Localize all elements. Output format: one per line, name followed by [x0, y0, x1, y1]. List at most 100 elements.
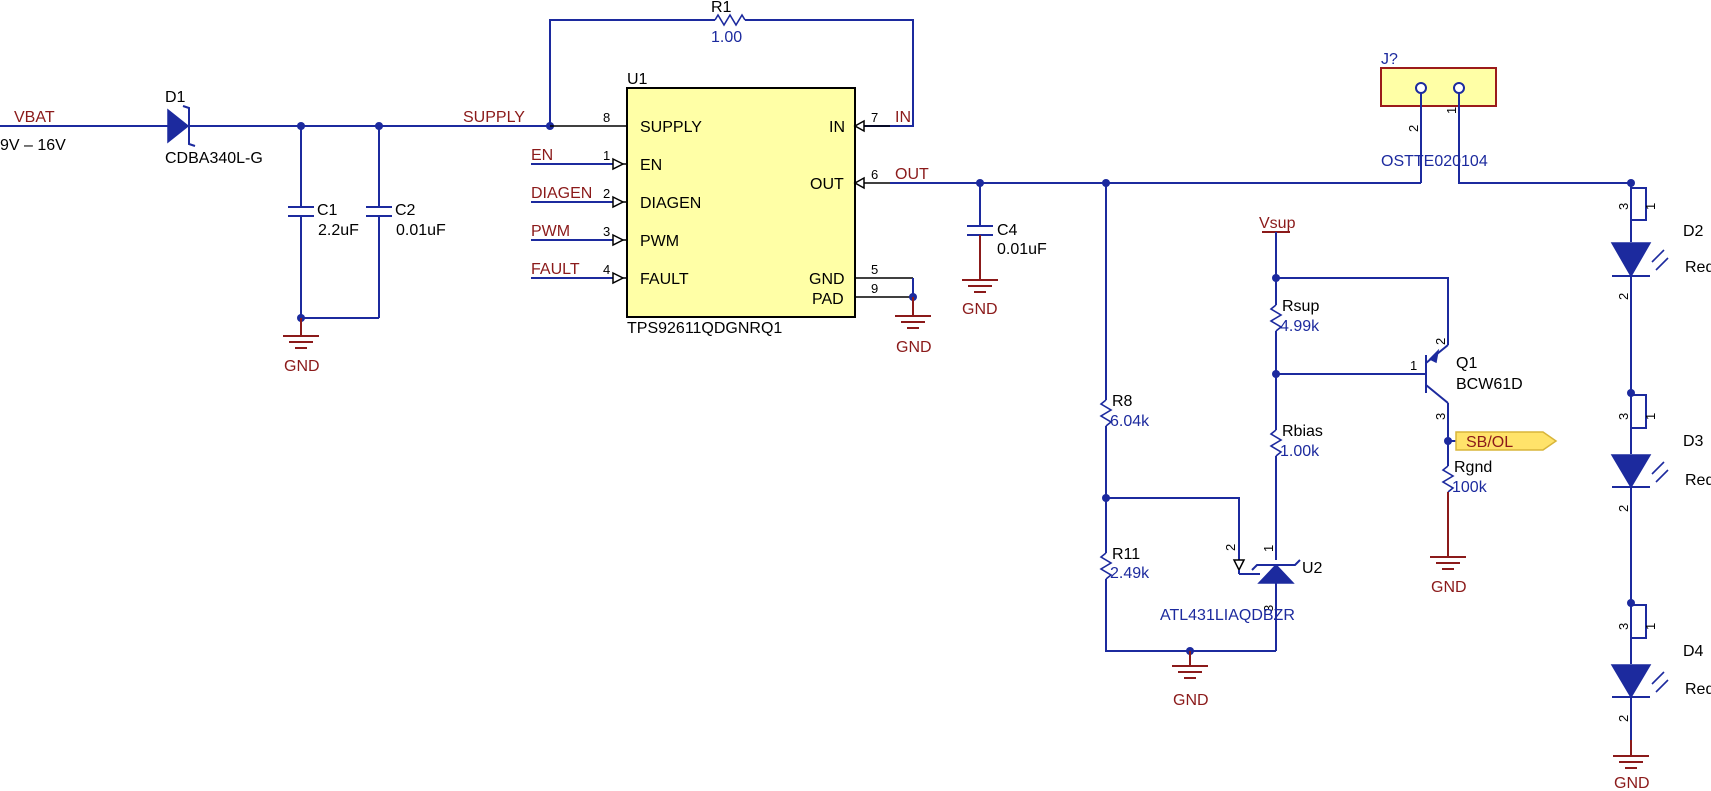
- gnd-label-led: GND: [1614, 775, 1650, 791]
- d4-pin-3: 3: [1616, 623, 1631, 630]
- u1-pin-supply-name: SUPPLY: [640, 119, 702, 136]
- u1-pin-diagen-num: 2: [603, 186, 610, 201]
- diode-d1[interactable]: D1 CDBA340L-G: [165, 89, 263, 167]
- rbias-value: 1.00k: [1280, 443, 1320, 460]
- resistor-rgnd[interactable]: Rgnd 100k GND: [1430, 459, 1492, 596]
- wire-vsup-emitter: [1276, 277, 1449, 333]
- d3-pin-3: 3: [1616, 413, 1631, 420]
- u2-value: ATL431LIAQDBZR: [1160, 607, 1295, 624]
- u1-pin-supply-num: 8: [603, 110, 610, 125]
- r1-ref: R1: [711, 0, 732, 16]
- c2-value: 0.01uF: [396, 222, 446, 239]
- r8-ref: R8: [1112, 393, 1133, 410]
- u2-pin-1: 1: [1261, 545, 1276, 552]
- led-d4[interactable]: 3 1 2 D4 Red: [1610, 603, 1711, 740]
- u1-part: TPS92611QDGNRQ1: [627, 320, 782, 337]
- gnd-label-u1: GND: [896, 339, 932, 356]
- d2-ref: D2: [1683, 223, 1704, 240]
- u2-ref: U2: [1302, 560, 1323, 577]
- r11-ref: R11: [1112, 546, 1140, 563]
- u1-pin-in-name: IN: [829, 119, 845, 136]
- capacitor-c4[interactable]: C4 0.01uF GND: [962, 183, 1047, 318]
- j-pin-2: 2: [1406, 125, 1421, 132]
- q1-ref: Q1: [1456, 355, 1477, 372]
- u1-pin-en-num: 1: [603, 148, 610, 163]
- u1-pin-pwm-num: 3: [603, 224, 610, 239]
- d3-pin-1: 1: [1643, 413, 1658, 420]
- u2-pin-3: 3: [1261, 605, 1276, 612]
- u1-pin-out-num: 6: [871, 167, 878, 182]
- resistor-rbias[interactable]: Rbias 1.00k: [1269, 423, 1323, 560]
- r8-value: 6.04k: [1110, 413, 1150, 430]
- u2-pin-2: 2: [1223, 544, 1238, 551]
- gnd-label-caps: GND: [284, 358, 320, 375]
- net-label-vbat: VBAT: [14, 109, 55, 126]
- c2-ref: C2: [395, 202, 416, 219]
- port-sbol[interactable]: SB/OL: [1448, 431, 1558, 451]
- u1-pin-gnd-name: GND: [809, 271, 845, 288]
- j-value: OSTTE020104: [1381, 153, 1488, 170]
- gnd-symbol-u1: GND: [895, 278, 932, 356]
- u1-pin-out-name: OUT: [810, 176, 844, 193]
- gnd-label-c4: GND: [962, 301, 998, 318]
- shunt-regulator-u2[interactable]: 1 3 U2 ATL431LIAQDBZR: [1160, 545, 1323, 651]
- ic-u1[interactable]: U1 TPS92611QDGNRQ1 8 SUPPLY EN 1 EN DIAG…: [531, 71, 913, 337]
- j-body: [1380, 67, 1497, 107]
- gnd-label-divider: GND: [1173, 692, 1209, 709]
- j-ref: J?: [1381, 51, 1398, 68]
- u1-ref: U1: [627, 71, 648, 88]
- rgnd-ref: Rgnd: [1454, 459, 1492, 476]
- led-d2[interactable]: 3 1 2 D2 Red: [1610, 183, 1711, 393]
- capacitor-c1[interactable]: C1 2.2uF: [288, 126, 359, 318]
- q1-pin-1: 1: [1410, 358, 1417, 373]
- r11-value: 2.49k: [1110, 565, 1150, 582]
- d4-pin-1: 1: [1643, 623, 1658, 630]
- u1-pin-fault-num: 4: [603, 262, 610, 277]
- c4-value: 0.01uF: [997, 241, 1047, 258]
- u1-pin-fault-name: FAULT: [640, 271, 689, 288]
- led-d3[interactable]: 3 1 2 D3 Red: [1610, 393, 1711, 603]
- gnd-symbol-caps: GND: [283, 318, 320, 375]
- r1-value: 1.00: [711, 29, 742, 46]
- d3-value: Red: [1685, 472, 1711, 489]
- net-label-pwm: PWM: [531, 223, 570, 240]
- rbias-ref: Rbias: [1282, 423, 1323, 440]
- u1-pin-gnd-num: 5: [871, 262, 878, 277]
- gnd-symbol-divider: GND: [1172, 651, 1209, 709]
- net-label-diagen: DIAGEN: [531, 185, 592, 202]
- net-label-fault: FAULT: [531, 261, 580, 278]
- d2-pin-3: 3: [1616, 203, 1631, 210]
- d2-pin-1: 1: [1643, 203, 1658, 210]
- d3-ref: D3: [1683, 433, 1704, 450]
- c4-ref: C4: [997, 222, 1018, 239]
- resistor-r11[interactable]: R11 2.49k: [1099, 546, 1276, 652]
- u1-pin-en-name: EN: [640, 157, 662, 174]
- resistor-r8[interactable]: R8 6.04k: [1099, 183, 1150, 553]
- u1-body: [626, 87, 856, 318]
- capacitor-c2[interactable]: C2 0.01uF: [366, 126, 446, 318]
- u1-pin-in-num: 7: [871, 110, 878, 125]
- rgnd-value: 100k: [1452, 479, 1488, 496]
- u1-pin-pad-name: PAD: [812, 291, 844, 308]
- connector-j[interactable]: J? OSTTE020104 2 1: [1380, 51, 1631, 184]
- net-label-in: IN: [895, 109, 911, 126]
- net-label-supply: SUPPLY: [463, 109, 525, 126]
- vbat-section: VBAT 9V – 16V D1 CDBA340L-G C1 2.2uF C2 …: [0, 89, 550, 375]
- d3-pin-2: 2: [1616, 505, 1631, 512]
- u1-pin-diagen-name: DIAGEN: [640, 195, 701, 212]
- gnd-label-rgnd: GND: [1431, 579, 1467, 596]
- c1-value: 2.2uF: [318, 222, 359, 239]
- q1-value: BCW61D: [1456, 376, 1523, 393]
- c1-ref: C1: [317, 202, 338, 219]
- d2-pin-2: 2: [1616, 293, 1631, 300]
- d4-ref: D4: [1683, 643, 1704, 660]
- rsup-value: 4.99k: [1280, 318, 1320, 335]
- transistor-q1[interactable]: 1 2 3 Q1 BCW61D: [1410, 333, 1523, 466]
- gnd-symbol-led: GND: [1613, 740, 1650, 791]
- net-label-out: OUT: [895, 166, 929, 183]
- d4-value: Red: [1685, 681, 1711, 698]
- resistor-rsup[interactable]: Rsup 4.99k: [1269, 298, 1320, 430]
- u1-pin-pwm-name: PWM: [640, 233, 679, 250]
- net-label-vsup: Vsup: [1259, 215, 1296, 232]
- rsup-ref: Rsup: [1282, 298, 1319, 315]
